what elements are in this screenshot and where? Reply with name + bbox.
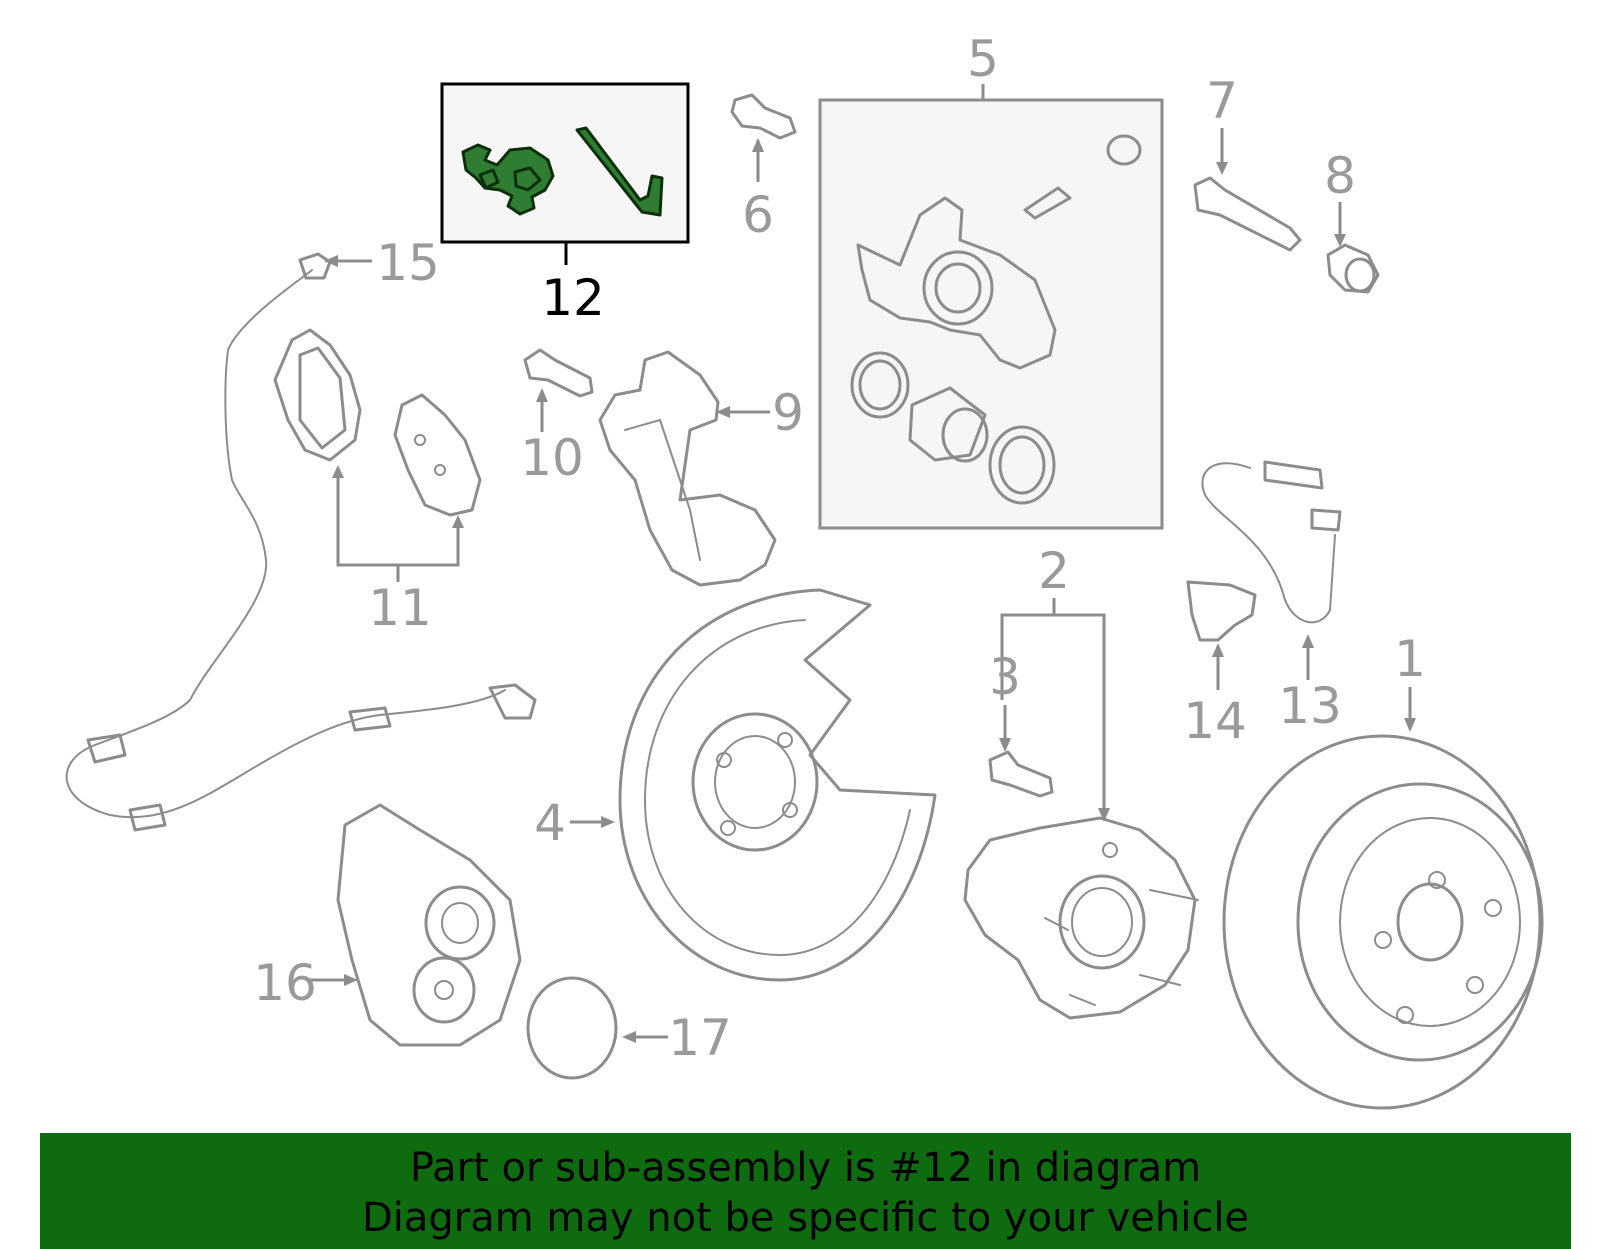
part-1-rotor[interactable] — [1222, 687, 1544, 1110]
spring-wire-icon — [575, 126, 664, 217]
banner-line-1: Part or sub-assembly is #12 in diagram — [409, 1145, 1202, 1191]
part-5-caliper-assembly[interactable] — [818, 84, 1164, 530]
part-10-bolt[interactable] — [523, 348, 594, 432]
callout-1: 1 — [1394, 630, 1426, 688]
part-7-guide-pin[interactable] — [1193, 128, 1302, 252]
banner-line-2: Diagram may not be specific to your vehi… — [361, 1195, 1250, 1241]
part-4-dust-shield[interactable] — [570, 588, 937, 982]
callout-6: 6 — [742, 186, 774, 244]
callout-5: 5 — [967, 30, 999, 88]
part-16-parking-brake-motor[interactable] — [310, 803, 522, 1047]
part-6-bleeder[interactable] — [730, 93, 797, 182]
part-2-hub-bearing[interactable] — [963, 598, 1199, 1020]
part-8-boot[interactable] — [1326, 202, 1380, 294]
part-13-brake-hose[interactable] — [1201, 460, 1342, 680]
callout-12: 12 — [541, 269, 605, 327]
part-12-hardware-kit[interactable] — [440, 82, 690, 265]
callout-10: 10 — [520, 429, 584, 487]
callout-13: 13 — [1278, 677, 1342, 735]
part-17-o-ring[interactable] — [526, 976, 668, 1080]
callout-labels: 1 2 3 4 5 6 7 8 9 10 11 12 13 14 15 16 1… — [253, 30, 1426, 1067]
callout-16: 16 — [253, 954, 317, 1012]
callout-8: 8 — [1324, 147, 1356, 205]
callout-4: 4 — [534, 794, 566, 852]
callout-2: 2 — [1038, 542, 1070, 600]
callout-3: 3 — [989, 648, 1021, 706]
callout-9: 9 — [772, 384, 804, 442]
part-9-caliper-bracket[interactable] — [598, 350, 777, 587]
callout-15: 15 — [376, 234, 440, 292]
callout-11: 11 — [368, 579, 432, 637]
part-14-hose-bracket[interactable] — [1186, 580, 1257, 690]
part-11-brake-pads[interactable] — [273, 328, 482, 582]
info-banner: Part or sub-assembly is #12 in diagram D… — [40, 1133, 1571, 1249]
callout-7: 7 — [1206, 72, 1238, 130]
clip-icon — [461, 143, 555, 216]
part-3-wheel-stud[interactable] — [988, 705, 1054, 798]
callout-14: 14 — [1183, 692, 1247, 750]
callout-17: 17 — [668, 1009, 732, 1067]
part-15-sensor-wire[interactable] — [65, 252, 537, 832]
